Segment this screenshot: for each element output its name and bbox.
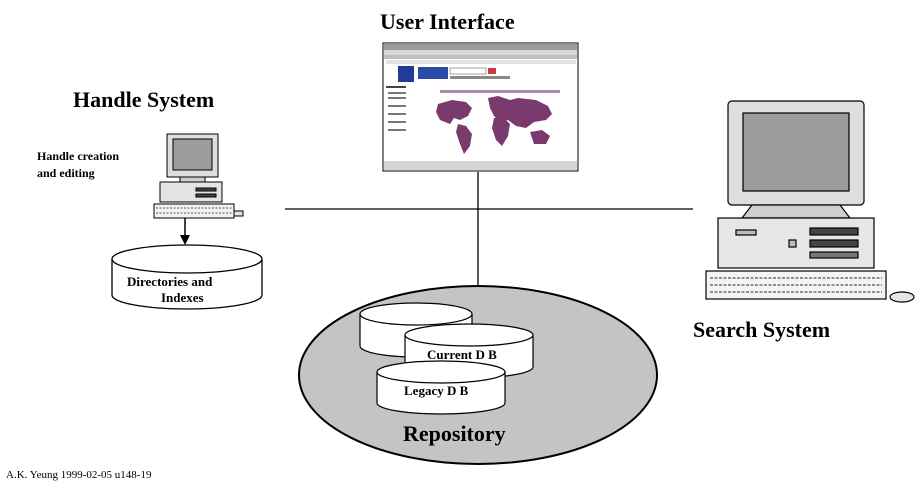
handle-computer-icon bbox=[153, 133, 244, 219]
indexes-label: Indexes bbox=[161, 290, 204, 305]
repository-label: Repository bbox=[403, 421, 506, 446]
directories-label: Directories and bbox=[127, 274, 213, 289]
footer-credit: A.K. Yeung 1999-02-05 u148-19 bbox=[6, 469, 152, 481]
legacy-db-icon bbox=[376, 360, 506, 415]
handle-system-title: Handle System bbox=[73, 87, 214, 112]
search-computer-icon bbox=[705, 100, 915, 303]
network-lines bbox=[285, 172, 693, 298]
arrow-down bbox=[180, 218, 190, 245]
handle-creation-label: Handle creation bbox=[37, 149, 119, 163]
search-system-title: Search System bbox=[693, 317, 830, 342]
legacy-db-label: Legacy D B bbox=[404, 383, 469, 398]
browser-window-icon bbox=[382, 42, 579, 172]
current-db-label: Current D B bbox=[427, 347, 497, 362]
world-map bbox=[436, 96, 552, 154]
handle-editing-label: and editing bbox=[37, 166, 95, 180]
directories-database-icon bbox=[111, 244, 263, 310]
user-interface-title: User Interface bbox=[380, 9, 515, 34]
